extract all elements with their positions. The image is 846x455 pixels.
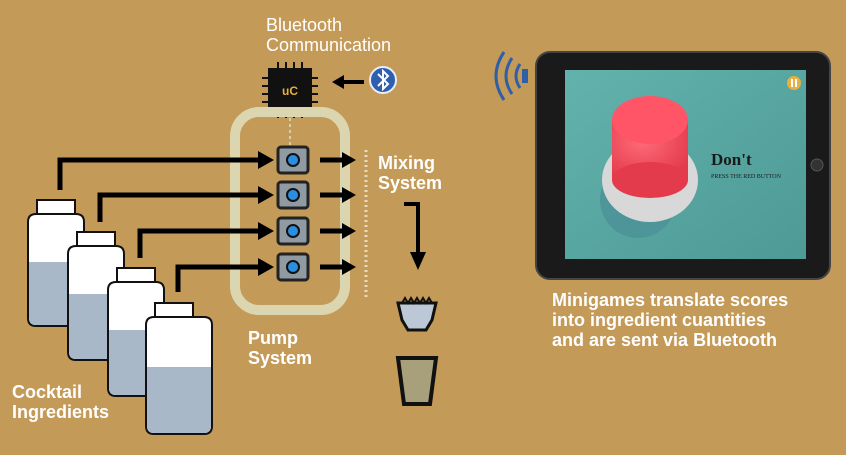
pump-3 xyxy=(276,216,310,246)
pump-4 xyxy=(276,252,310,282)
bluetooth-label-line-1: Bluetooth xyxy=(266,15,343,35)
glass-icon xyxy=(395,356,439,406)
pump-label-line-1: Pump xyxy=(248,328,299,348)
bluetooth-icon xyxy=(369,66,397,94)
pump-label-line-2: System xyxy=(248,348,313,368)
minigames-description: Minigames translate scores into ingredie… xyxy=(552,290,842,350)
bluetooth-to-chip-arrow xyxy=(332,75,364,89)
bottle-icon xyxy=(145,302,213,435)
mixing-down-arrow xyxy=(404,202,426,270)
mixing-label-line-2: System xyxy=(378,173,443,193)
pause-icon[interactable] xyxy=(787,76,801,90)
ingredients-label-line-1: Cocktail xyxy=(12,382,83,402)
tube-arrowheads xyxy=(258,151,274,276)
microcontroller-label: uC xyxy=(282,84,298,98)
minigames-line-2: into ingredient cuantities xyxy=(552,310,767,330)
tablet-title: Don't xyxy=(711,150,752,169)
minigames-line-1: Minigames translate scores xyxy=(552,290,789,310)
mixing-system-label: Mixing System xyxy=(378,153,442,193)
ingredients-label-line-2: Ingredients xyxy=(12,402,110,422)
bluetooth-communication-label: Bluetooth Communication xyxy=(266,15,391,55)
pump-output-arrows xyxy=(320,152,356,275)
red-button[interactable] xyxy=(600,96,698,238)
pump-1 xyxy=(276,145,310,175)
minigames-line-3: and are sent via Bluetooth xyxy=(552,330,778,350)
bluetooth-label-line-2: Communication xyxy=(266,35,392,55)
signal-source xyxy=(522,69,528,83)
strainer-icon xyxy=(396,296,438,332)
pump-2 xyxy=(276,180,310,210)
pump-system-label: Pump System xyxy=(248,328,312,368)
pump-system-enclosure xyxy=(230,107,350,315)
mixing-label-line-1: Mixing xyxy=(378,153,435,173)
wireless-signal-icon xyxy=(494,51,522,101)
tablet-subtitle: PRESS THE RED BUTTON xyxy=(711,174,782,180)
cocktail-ingredients-label: Cocktail Ingredients xyxy=(12,382,109,422)
ingredient-tubes xyxy=(57,157,258,292)
